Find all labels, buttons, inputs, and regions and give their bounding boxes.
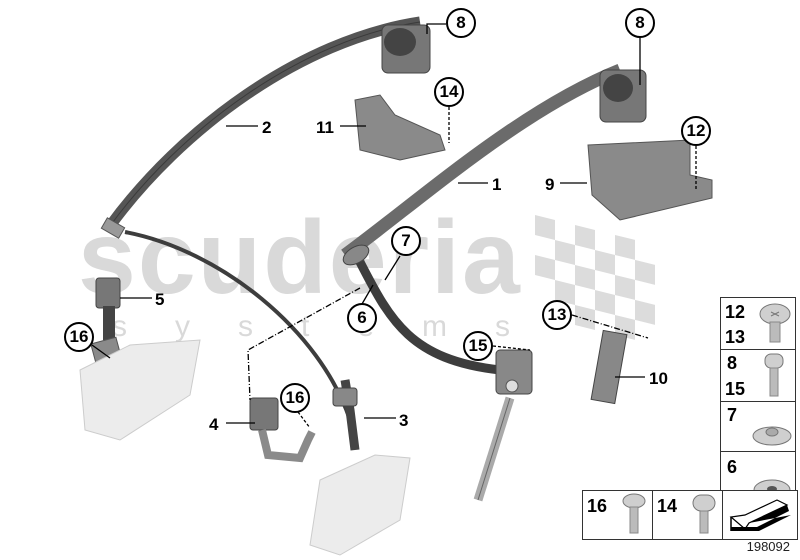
legend-cell-16: 16 bbox=[583, 491, 653, 539]
legend-cell-8-15: 8 15 bbox=[721, 350, 795, 402]
legend-number: 16 bbox=[587, 496, 608, 516]
callout-11: 11 bbox=[316, 118, 334, 137]
callout-15: 15 bbox=[463, 331, 493, 361]
callout-10: 10 bbox=[649, 369, 668, 388]
callout-13: 13 bbox=[542, 300, 572, 330]
legend-cell-14: 14 bbox=[653, 491, 723, 539]
legend-number: 8 bbox=[727, 353, 738, 373]
pan-head-screw-icon bbox=[759, 303, 791, 343]
callout-4: 4 bbox=[209, 415, 219, 434]
callout-12: 12 bbox=[681, 116, 711, 146]
callout-8: 8 bbox=[625, 8, 655, 38]
torx-bolt-icon bbox=[764, 353, 784, 397]
legend-cell-arrow bbox=[723, 491, 797, 539]
flange-nut-icon bbox=[752, 426, 792, 446]
callout-7: 7 bbox=[391, 226, 421, 256]
callout-5: 5 bbox=[155, 290, 165, 309]
fastener-legend-row: 16 14 bbox=[582, 490, 798, 540]
legend-number: 12 bbox=[725, 302, 746, 322]
callout-16: 16 bbox=[280, 383, 310, 413]
legend-number: 13 bbox=[725, 327, 746, 347]
floor-panel-left bbox=[79, 339, 201, 441]
seat-belt-1 bbox=[341, 63, 623, 261]
seat-belt-1-lower bbox=[356, 259, 501, 375]
bracket-11 bbox=[354, 94, 446, 161]
callout-6: 6 bbox=[347, 303, 377, 333]
leader-lines bbox=[91, 23, 697, 429]
bracket-9 bbox=[587, 139, 713, 221]
callout-8: 8 bbox=[446, 8, 476, 38]
legend-number: 6 bbox=[727, 457, 738, 477]
legend-cell-12-13: 12 13 bbox=[721, 298, 795, 350]
legend-number: 15 bbox=[725, 379, 746, 399]
callout-16: 16 bbox=[64, 322, 94, 352]
callout-9: 9 bbox=[545, 175, 555, 194]
legend-number: 14 bbox=[657, 496, 678, 516]
callout-2: 2 bbox=[262, 118, 272, 137]
callout-1: 1 bbox=[492, 175, 502, 194]
diagram-code: 198092 bbox=[746, 539, 790, 554]
buckle-4 bbox=[249, 397, 316, 463]
floor-panel-right bbox=[309, 454, 411, 556]
belt-3-buckle bbox=[332, 387, 358, 407]
direction-arrow-icon bbox=[729, 499, 791, 531]
legend-cell-7: 7 bbox=[721, 402, 795, 452]
belt-retractor-left bbox=[381, 24, 431, 74]
bracket-10 bbox=[590, 329, 628, 405]
callout-3: 3 bbox=[399, 411, 409, 430]
lap-retractor-15 bbox=[473, 349, 533, 502]
fastener-legend-column: 12 13 8 15 7 6 bbox=[720, 297, 796, 513]
callout-14: 14 bbox=[434, 77, 464, 107]
belt-guide-7 bbox=[342, 244, 370, 266]
seat-belt-2-lap bbox=[124, 230, 352, 421]
belt-retractor-right bbox=[599, 69, 647, 123]
legend-number: 7 bbox=[727, 405, 738, 425]
torx-bolt-small-icon bbox=[622, 493, 646, 534]
torx-bolt-large-icon bbox=[692, 494, 716, 534]
